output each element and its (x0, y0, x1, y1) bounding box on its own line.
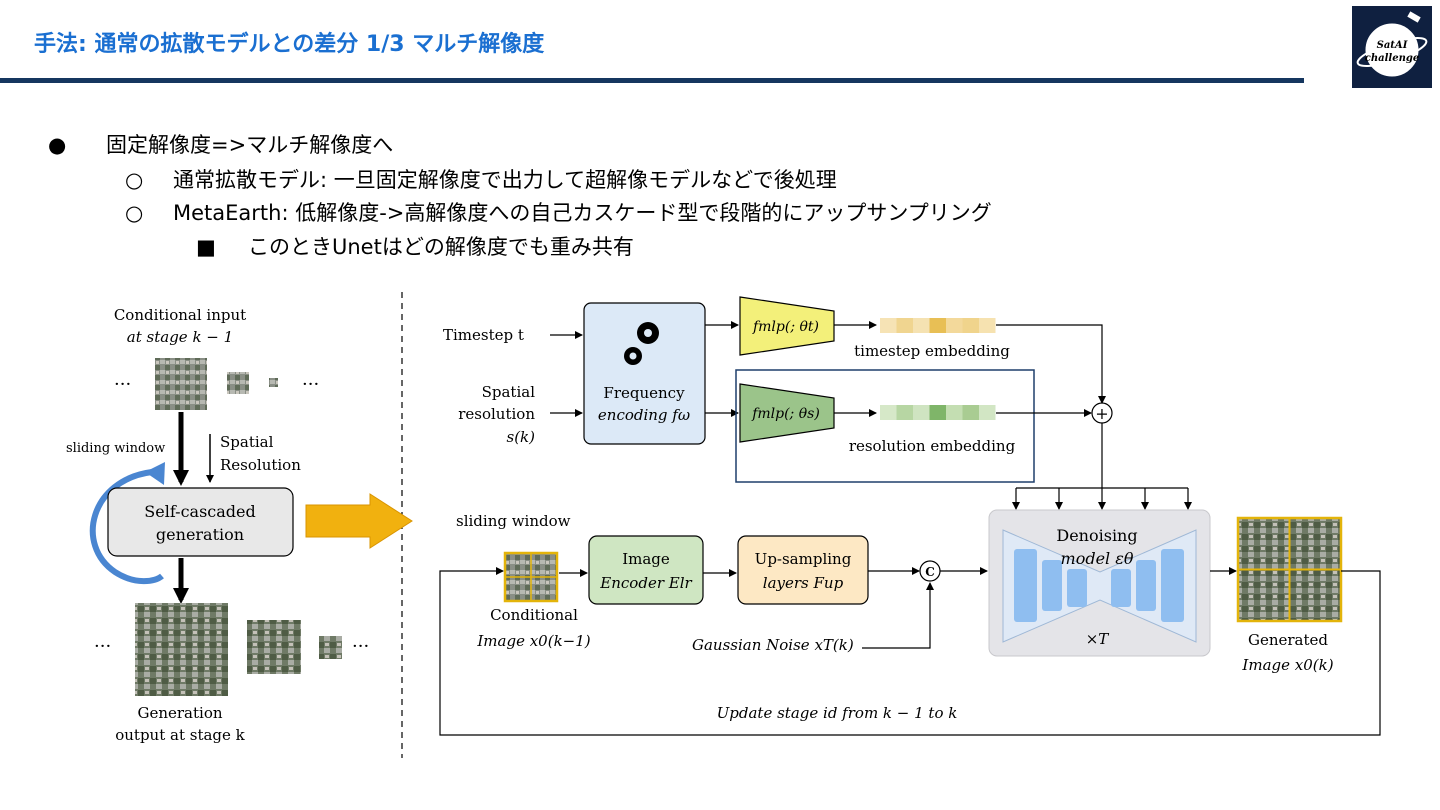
satai-challenge-logo: SatAI challenge (1352, 6, 1432, 88)
gen-image-small (319, 636, 342, 659)
self-cascaded-label-2: generation (156, 525, 244, 544)
mlp-s-label: fmlp(; θs) (751, 406, 820, 422)
logo-art: SatAI challenge (1356, 11, 1428, 77)
cond-image-small (269, 378, 278, 387)
embedding-cell (946, 405, 963, 420)
cond-image-large (155, 358, 207, 410)
cond-image-medium (227, 372, 249, 394)
cascade-loop-arrow (89, 469, 164, 585)
denoising-label-1: Denoising (1056, 526, 1137, 545)
upsampling-box (737, 535, 869, 605)
noise-to-concat (862, 582, 934, 649)
left-ellipsis-4: ··· (352, 636, 369, 657)
spatial-res-label-2: resolution (458, 405, 535, 423)
cond-inject-arrows (1012, 488, 1192, 510)
embedding-cell (880, 318, 897, 333)
bullet-text: このときUnetはどの解像度でも重み共有 (248, 235, 634, 259)
mlp-t-label: fmlp(; θt) (752, 319, 819, 335)
generated-label-1: Generated (1248, 631, 1328, 649)
plus-label: + (1095, 404, 1108, 423)
slide-title: 手法: 通常の拡散モデルとの差分 1/3 マルチ解像度 (34, 32, 545, 57)
timestep-embedding-vector (880, 318, 996, 333)
feedback-loop (439, 567, 1381, 736)
resolution-highlight-frame (735, 369, 1035, 483)
image-encoder-box (588, 535, 704, 605)
gen-image-medium (247, 620, 301, 674)
resolution-label: Resolution (220, 456, 301, 474)
embedding-cell (979, 318, 996, 333)
left-ellipsis-1: ··· (114, 374, 131, 395)
bullet-marker: ● (48, 133, 67, 157)
bullet-1: ● 固定解像度=>マルチ解像度へ (48, 130, 393, 160)
unet-bars (1014, 549, 1184, 622)
gen-output-label-2: output at stage k (115, 726, 245, 744)
bullet-marker: ■ (196, 235, 216, 259)
concat-label: C (925, 565, 935, 579)
sliding-window-right: sliding window (456, 512, 571, 530)
bullet-3: ○ MetaEarth: 低解像度->高解像度への自己カスケード型で段階的にアップ… (125, 198, 992, 228)
embedding-cell (913, 318, 930, 333)
emb-t-to-plus (996, 324, 1106, 404)
embedding-cell (929, 405, 946, 420)
freq-label-2: encoding fω (598, 406, 690, 424)
upsampling-label-1: Up-sampling (755, 550, 852, 568)
upsampling-label-2: layers Fup (763, 574, 844, 592)
mlp-s-trapezoid (739, 383, 835, 443)
logo-text-2: challenge (1365, 53, 1419, 64)
bullet-4: ■ このときUnetはどの解像度でも重み共有 (196, 232, 634, 262)
image-encoder-label-2: Encoder Elr (599, 574, 692, 592)
self-cascaded-box (107, 487, 294, 557)
bullet-marker: ○ (125, 201, 144, 225)
cond-image-label-1: Conditional (490, 606, 578, 624)
denoising-label-2: model εθ (1061, 549, 1134, 568)
embedding-cell (929, 318, 946, 333)
logo-satellite (1407, 11, 1421, 23)
embedding-cell (880, 405, 897, 420)
title-rule (0, 78, 1304, 83)
embedding-cell (946, 318, 963, 333)
embedding-cell (896, 318, 913, 333)
left-ellipsis-3: ··· (94, 636, 111, 657)
timestep-embedding-label: timestep embedding (854, 342, 1010, 360)
self-cascaded-label-1: Self-cascaded (144, 502, 255, 521)
spatial-label: Spatial (220, 433, 274, 451)
gen-output-label-1: Generation (137, 704, 222, 722)
logo-text-1: SatAI (1377, 40, 1408, 51)
bullet-text: MetaEarth: 低解像度->高解像度への自己カスケード型で段階的にアップサ… (173, 201, 992, 225)
freq-label-1: Frequency (603, 384, 685, 402)
embedding-cell (913, 405, 930, 420)
embedding-cell (962, 405, 979, 420)
resolution-embedding-vector (880, 405, 996, 420)
cond-input-label-1: Conditional input (114, 306, 246, 324)
bullet-marker: ○ (125, 168, 144, 192)
cond-image-label-2: Image x0(k−1) (476, 632, 590, 650)
cascade-loop-head (145, 462, 165, 485)
resolution-embedding-label: resolution embedding (849, 437, 1016, 455)
times-t-label: ×T (1086, 630, 1110, 648)
big-yellow-arrow (305, 493, 413, 549)
sliding-window-left: sliding window (66, 441, 165, 456)
logo-ring (1356, 36, 1428, 68)
left-ellipsis-2: ··· (302, 374, 319, 395)
embedding-cell (896, 405, 913, 420)
unet-outline (1002, 529, 1197, 643)
gaussian-noise-label: Gaussian Noise xT(k) (692, 636, 854, 654)
mlp-t-trapezoid (739, 296, 835, 356)
timestep-label: Timestep t (443, 326, 524, 344)
gen-image-large (135, 603, 228, 696)
spatial-res-label-3: s(k) (507, 428, 536, 446)
generated-label-2: Image x0(k) (1241, 656, 1333, 674)
bullet-text: 固定解像度=>マルチ解像度へ (106, 133, 394, 157)
bullet-2: ○ 通常拡散モデル: 一旦固定解像度で出力して超解像モデルなどで後処理 (125, 165, 837, 195)
update-stage-label: Update stage id from k − 1 to k (717, 704, 958, 722)
spatial-res-label-1: Spatial (482, 383, 536, 401)
gear-icon (624, 322, 659, 365)
cond-input-label-2: at stage k − 1 (127, 328, 233, 346)
image-encoder-label-1: Image (622, 550, 670, 568)
frequency-encoding-box (583, 302, 706, 445)
bullet-text: 通常拡散モデル: 一旦固定解像度で出力して超解像モデルなどで後処理 (173, 168, 837, 192)
embedding-cell (979, 405, 996, 420)
embedding-cell (962, 318, 979, 333)
